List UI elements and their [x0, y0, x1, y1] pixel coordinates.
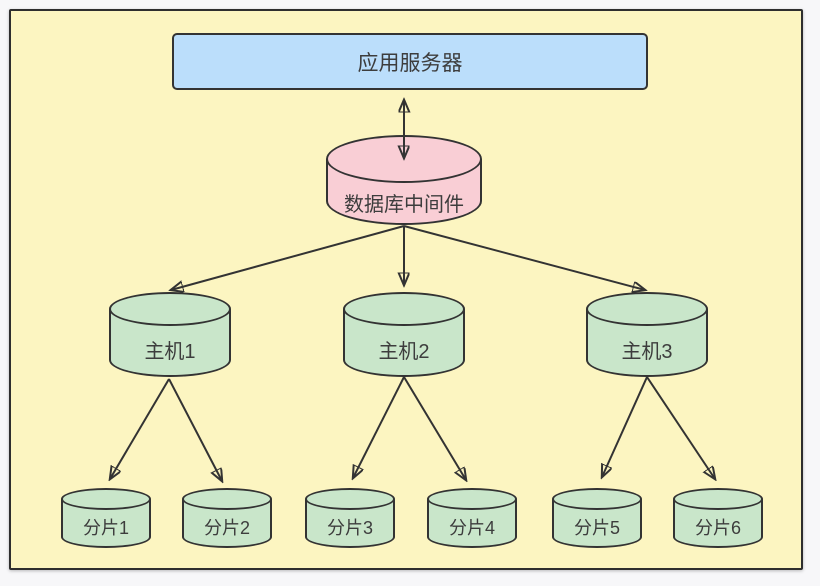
shard-2-label: 分片2 [203, 517, 250, 538]
node-host-1: 主机1 [109, 292, 231, 377]
shard-5-label: 分片5 [573, 517, 620, 538]
node-host-3: 主机3 [586, 292, 708, 377]
node-shard-2: 分片2 [182, 488, 272, 548]
cylinder-top-face [61, 488, 151, 510]
node-host-2: 主机2 [343, 292, 465, 377]
cylinder-top-face [427, 488, 517, 510]
cylinder-top-face [182, 488, 272, 510]
node-shard-3: 分片3 [305, 488, 395, 548]
node-shard-1: 分片1 [61, 488, 151, 548]
shard-1-label: 分片1 [82, 517, 129, 538]
cylinder-body: 分片3 [305, 499, 395, 548]
node-shard-6: 分片6 [673, 488, 763, 548]
host-3-label: 主机3 [621, 341, 673, 363]
shard-4-label: 分片4 [448, 517, 495, 538]
shard-3-label: 分片3 [326, 517, 373, 538]
middleware-label: 数据库中间件 [344, 193, 464, 216]
node-app-server: 应用服务器 [172, 33, 648, 90]
app-server-label: 应用服务器 [357, 51, 463, 75]
host-2-label: 主机2 [378, 341, 430, 363]
cylinder-top-face [109, 292, 231, 326]
cylinder-top-face [326, 135, 482, 183]
node-shard-5: 分片5 [552, 488, 642, 548]
cylinder-top-face [586, 292, 708, 326]
cylinder-top-face [552, 488, 642, 510]
diagram-canvas [9, 9, 803, 570]
shard-6-label: 分片6 [694, 517, 741, 538]
cylinder-top-face [343, 292, 465, 326]
node-shard-4: 分片4 [427, 488, 517, 548]
node-db-middleware: 数据库中间件 [326, 135, 482, 225]
cylinder-top-face [673, 488, 763, 510]
host-1-label: 主机1 [144, 341, 196, 363]
cylinder-top-face [305, 488, 395, 510]
